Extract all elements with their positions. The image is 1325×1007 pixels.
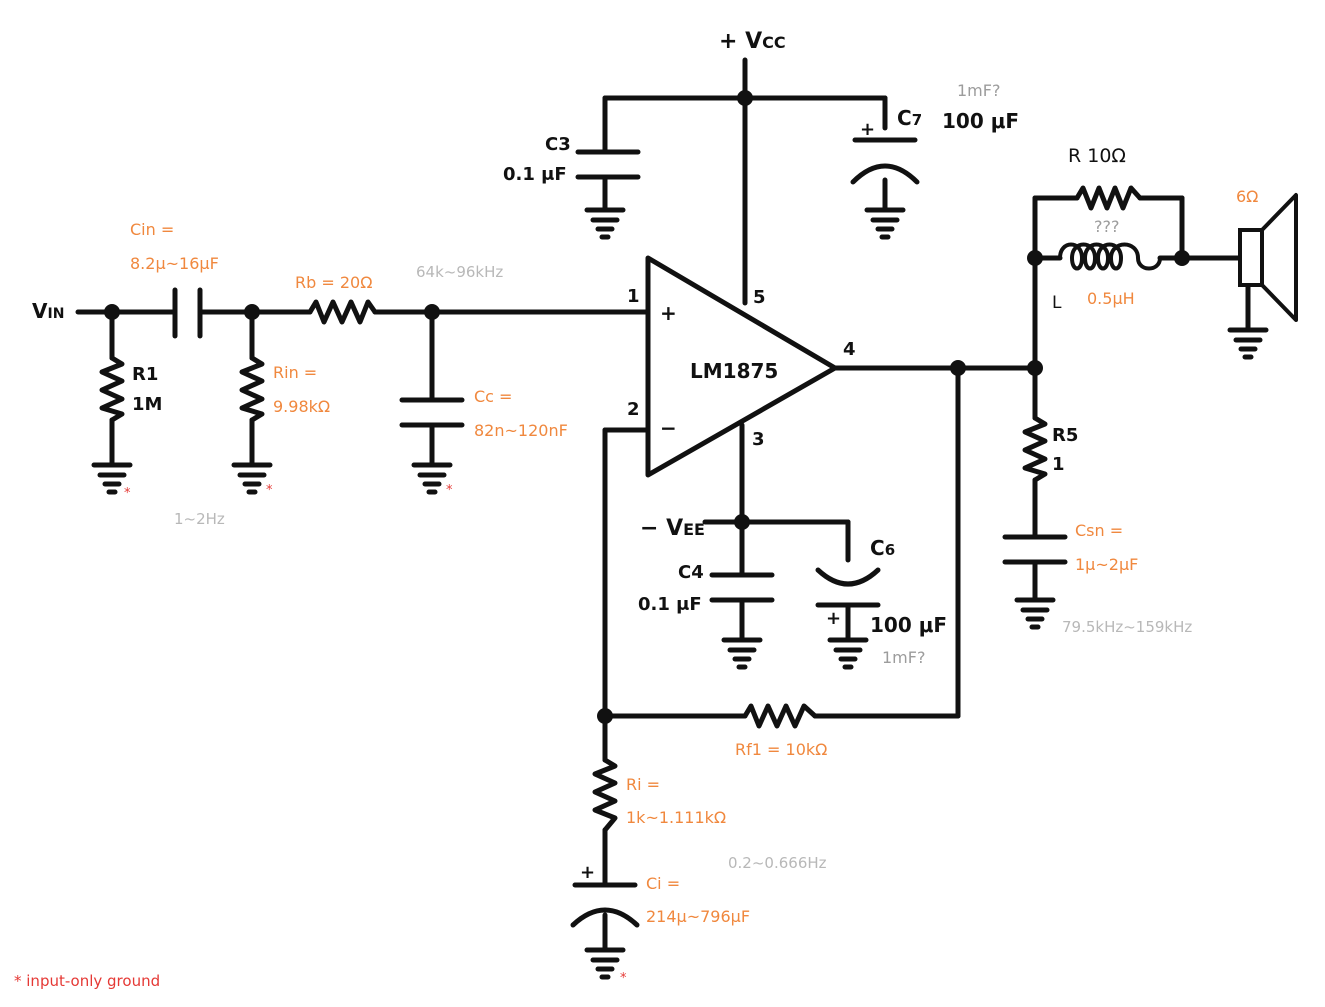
ri-value: 1k~1.111kΩ <box>626 808 726 827</box>
rb-note: 64k~96kHz <box>416 263 503 281</box>
c7-note: 1mF? <box>957 81 1000 100</box>
speaker-impedance: 6Ω <box>1236 187 1258 206</box>
ci-value: 214μ~796μF <box>646 907 750 926</box>
ground-rin <box>231 462 273 495</box>
capacitor-cc <box>399 397 465 428</box>
ground-c7 <box>864 207 906 240</box>
inductor-note: ??? <box>1094 217 1119 236</box>
resistor-r1 <box>99 355 125 423</box>
cin-value: 8.2μ~16μF <box>130 254 219 273</box>
inductor-value: 0.5μH <box>1087 289 1135 308</box>
ground-marker-r1: * <box>124 486 131 501</box>
opamp-name: LM1875 <box>690 359 778 383</box>
c7-name: C7 <box>897 106 922 130</box>
resistor-rf1 <box>742 703 818 729</box>
resistor-rb <box>307 299 378 325</box>
capacitor-cin <box>172 287 203 339</box>
ci-plus-sign: + <box>580 862 595 883</box>
footnote: * input-only ground <box>14 972 160 990</box>
c6-note: 1mF? <box>882 648 925 667</box>
c3-value: 0.1 μF <box>503 164 567 185</box>
highpass-note: 1~2Hz <box>174 510 225 528</box>
r1-name: R1 <box>132 364 158 385</box>
noninverting-sign: + <box>660 301 677 325</box>
resistor-r10 <box>1074 185 1143 211</box>
ground-c4 <box>721 637 763 670</box>
vcc-label: + VCC <box>719 29 786 54</box>
junctions <box>104 90 1190 724</box>
c7-plus-sign: + <box>860 119 875 140</box>
rf1-label: Rf1 = 10kΩ <box>735 740 827 759</box>
ci-label: Ci = <box>646 874 680 893</box>
resistor-ri <box>592 757 618 833</box>
r1-value: 1M <box>132 394 162 415</box>
c3-name: C3 <box>545 134 571 155</box>
c6-plus-sign: + <box>826 608 841 629</box>
ground-r1 <box>91 462 133 495</box>
ground-speaker <box>1227 327 1269 360</box>
cc-label: Cc = <box>474 387 512 406</box>
capacitor-c7: + <box>850 119 920 185</box>
capacitor-csn <box>1002 534 1068 565</box>
ground-csn <box>1014 597 1056 630</box>
pin-5-label: 5 <box>753 287 766 308</box>
rin-value: 9.98kΩ <box>273 397 330 416</box>
r5-name: R5 <box>1052 425 1078 446</box>
r10-label: R 10Ω <box>1068 145 1126 167</box>
c4-name: C4 <box>678 562 704 583</box>
inductor-l <box>1058 242 1162 271</box>
capacitor-c3 <box>575 149 641 180</box>
vee-label: − VEE <box>640 516 705 541</box>
cin-label: Cin = <box>130 220 174 239</box>
capacitor-ci: + <box>570 862 640 928</box>
csn-label: Csn = <box>1075 521 1123 540</box>
vin-label: VIN <box>32 299 64 323</box>
resistor-r5 <box>1022 415 1048 483</box>
pin-2-label: 2 <box>627 399 640 420</box>
pin-3-label: 3 <box>752 429 765 450</box>
ground-cc <box>411 462 453 495</box>
csn-value: 1μ~2μF <box>1075 555 1138 574</box>
ground-c3 <box>584 207 626 240</box>
rb-label: Rb = 20Ω <box>295 273 372 292</box>
ri-label: Ri = <box>626 775 660 794</box>
pin-4-label: 4 <box>843 339 856 360</box>
inductor-name: L <box>1052 293 1062 313</box>
opamp-lm1875: LM1875 1 2 3 4 5 + − <box>627 255 856 478</box>
speaker <box>1238 193 1298 322</box>
cc-value: 82n~120nF <box>474 421 568 440</box>
r5-value: 1 <box>1052 454 1065 475</box>
ground-marker-rin: * <box>266 483 273 498</box>
inverting-sign: − <box>660 416 677 440</box>
ground-c6 <box>827 637 869 670</box>
ci-note: 0.2~0.666Hz <box>728 854 827 872</box>
capacitor-c4 <box>709 572 775 603</box>
ground-marker-ci: * <box>620 971 627 986</box>
ground-marker-cc: * <box>446 483 453 498</box>
pin-1-label: 1 <box>627 286 640 307</box>
ground-ci <box>584 947 626 980</box>
c4-value: 0.1 μF <box>638 594 702 615</box>
csn-note: 79.5kHz~159kHz <box>1062 618 1192 636</box>
rin-label: Rin = <box>273 363 317 382</box>
c7-value: 100 μF <box>942 109 1019 133</box>
capacitor-c6: + <box>815 567 881 629</box>
c6-value: 100 μF <box>870 613 947 637</box>
c6-name: C6 <box>870 536 895 560</box>
resistor-rin <box>239 355 265 423</box>
